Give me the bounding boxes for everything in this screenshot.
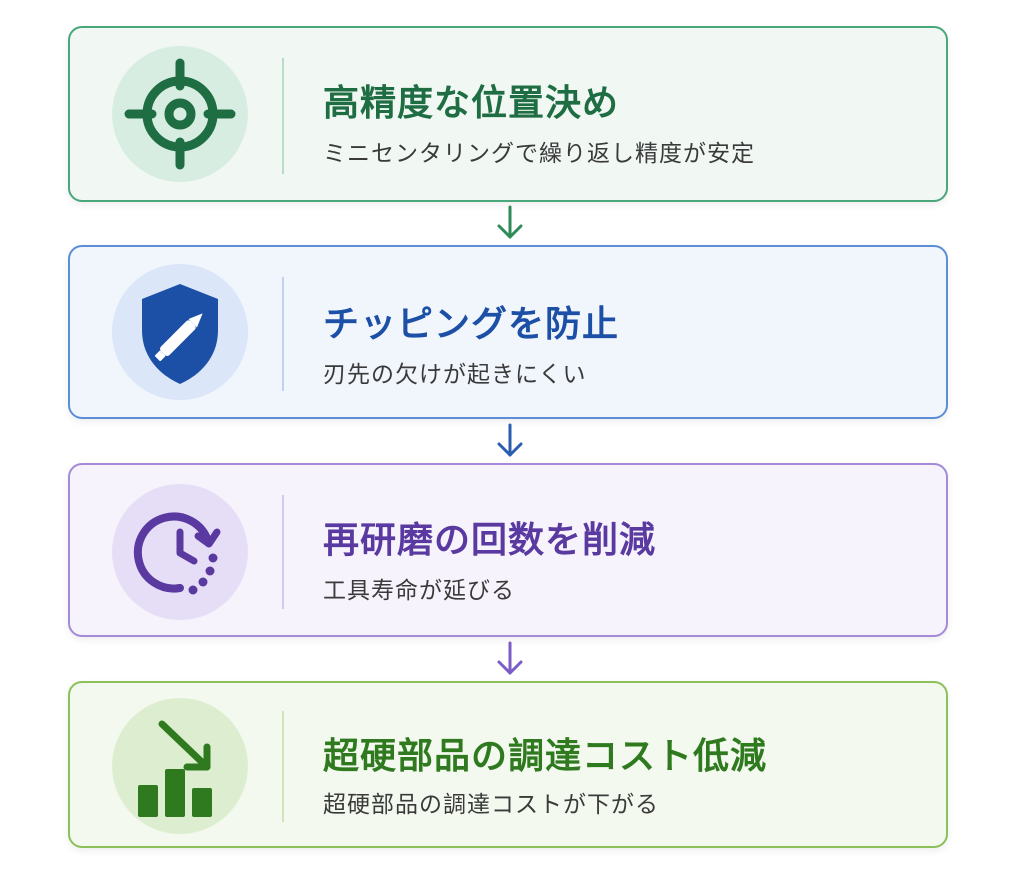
step-card-regrinding: 再研磨の回数を削減 工具寿命が延びる bbox=[68, 463, 948, 637]
step-subtitle: 超硬部品の調達コストが下がる bbox=[323, 792, 659, 818]
divider bbox=[282, 495, 284, 609]
arrow-down-icon bbox=[497, 641, 523, 675]
divider bbox=[282, 277, 284, 391]
shield-tool-icon bbox=[142, 284, 218, 384]
step-subtitle: 工具寿命が延びる bbox=[323, 578, 515, 604]
icon-badge bbox=[112, 698, 248, 834]
step-subtitle: ミニセンタリングで繰り返し精度が安定 bbox=[323, 141, 755, 167]
arrow-down-icon bbox=[497, 423, 523, 457]
step-card-cost: 超硬部品の調達コスト低減 超硬部品の調達コストが下がる bbox=[68, 681, 948, 848]
step-subtitle: 刃先の欠けが起きにくい bbox=[323, 362, 587, 388]
crosshair-target-icon bbox=[124, 58, 236, 170]
divider bbox=[282, 711, 284, 822]
icon-badge bbox=[112, 46, 248, 182]
icon-badge bbox=[112, 484, 248, 620]
step-title: 再研磨の回数を削減 bbox=[323, 520, 657, 561]
declining-bar-chart-icon bbox=[138, 720, 212, 817]
divider bbox=[282, 58, 284, 174]
step-title: 高精度な位置決め bbox=[323, 83, 620, 124]
arrow-down-icon bbox=[497, 205, 523, 239]
clock-cycle-icon bbox=[133, 512, 221, 595]
icon-badge bbox=[112, 264, 248, 400]
step-card-positioning: 高精度な位置決め ミニセンタリングで繰り返し精度が安定 bbox=[68, 26, 948, 202]
step-title: チッピングを防止 bbox=[323, 304, 620, 345]
step-card-chipping: チッピングを防止 刃先の欠けが起きにくい bbox=[68, 245, 948, 419]
step-title: 超硬部品の調達コスト低減 bbox=[323, 736, 768, 777]
